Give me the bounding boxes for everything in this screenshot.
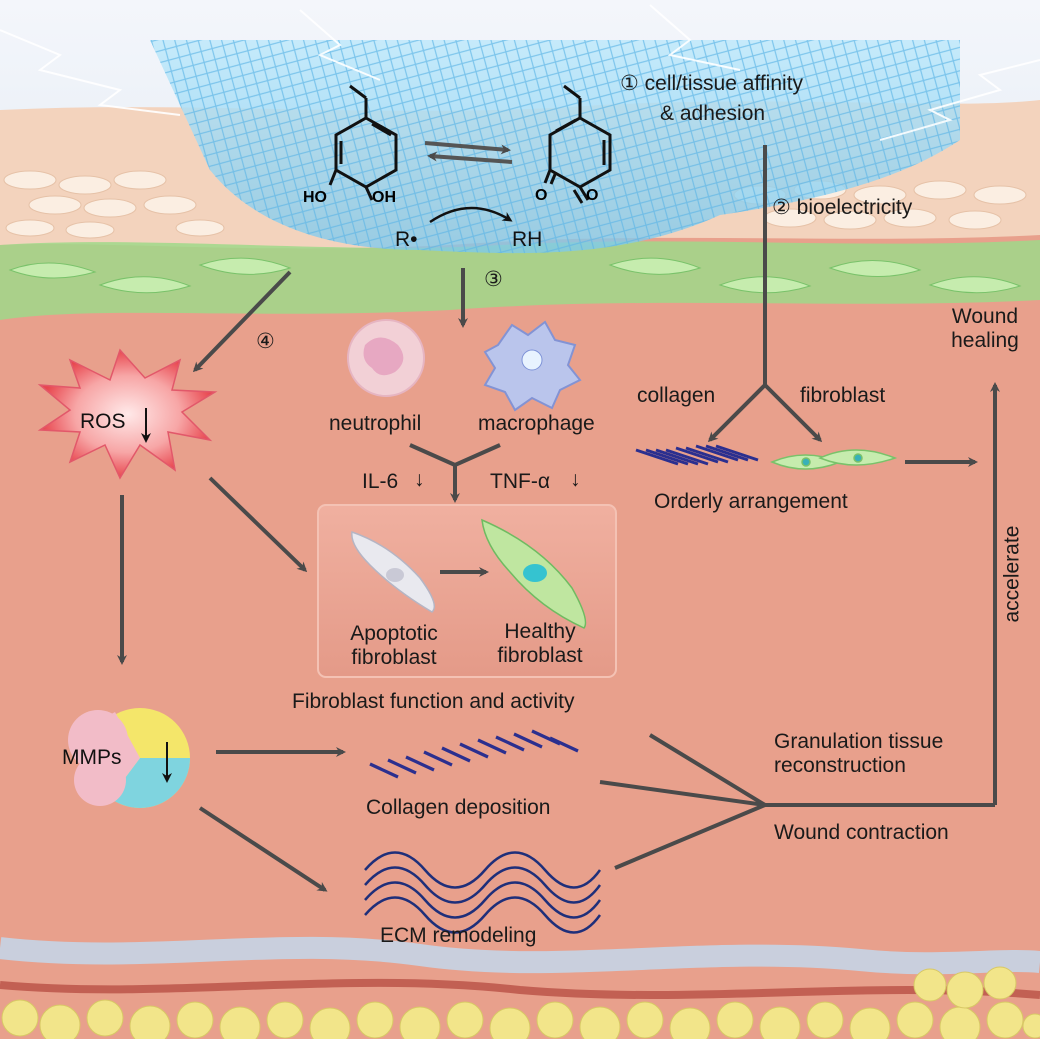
bioelectric-sparks	[0, 4, 1040, 141]
ecm-waves	[364, 851, 602, 934]
fat-layer	[1, 966, 1040, 1039]
carbonyl-o-left: O	[535, 187, 547, 204]
il6-label: IL-6	[362, 470, 399, 493]
neutrophil-label: neutrophil	[329, 412, 422, 435]
tnf-down-arrow: ↓	[570, 468, 581, 491]
wound-healing-line1: Wound	[951, 305, 1019, 328]
collagen-label: collagen	[637, 384, 716, 407]
artery	[0, 978, 1040, 999]
fibroblast-caption: Fibroblast function and activity	[292, 690, 575, 713]
orderly-fibroblasts	[770, 449, 898, 470]
fibroblast-box	[317, 504, 617, 678]
mmps-complex	[68, 708, 190, 808]
wound-healing-label: Wound healing	[930, 305, 1040, 353]
step1-line1: cell/tissue affinity	[644, 72, 804, 95]
granulation-line1: Granulation tissue	[774, 730, 944, 753]
macrophage-cell	[483, 320, 582, 412]
quenched-label: RH	[512, 228, 542, 251]
step1-label: ① cell/tissue affinity	[620, 72, 803, 96]
step1-number: ①	[620, 72, 639, 95]
step2-number: ②	[772, 196, 791, 219]
neutrophil-cell	[347, 319, 425, 397]
step2-label: ② bioelectricity	[772, 196, 912, 220]
hydroxyl-label-right: OH	[372, 189, 396, 206]
collagen-deposition-label: Collagen deposition	[366, 796, 551, 819]
accelerate-label: accelerate	[1000, 525, 1024, 623]
fibroblast-label: fibroblast	[800, 384, 886, 407]
quinone-structure	[543, 84, 612, 204]
ros-label: ROS	[80, 410, 126, 433]
il6-down-arrow: ↓	[414, 468, 425, 491]
blood-vessel	[0, 936, 1040, 975]
tnf-label: TNF-α	[490, 470, 550, 493]
step2-text: bioelectricity	[796, 196, 913, 219]
collagen-deposition-fibers	[369, 729, 579, 779]
macrophage-label: macrophage	[478, 412, 595, 435]
orderly-collagen-fibers	[635, 444, 759, 466]
spindle-cells	[8, 257, 1022, 294]
radical-label: R•	[395, 228, 418, 251]
catechol-structure	[328, 84, 398, 201]
healthy-line1: Healthy	[504, 620, 576, 643]
hydroxyl-label-left: HO	[303, 189, 327, 206]
granulation-label: Granulation tissue reconstruction	[774, 730, 943, 778]
apoptotic-fibroblast	[351, 530, 435, 613]
healthy-label: Healthy fibroblast	[480, 620, 600, 668]
orderly-arrangement-label: Orderly arrangement	[654, 490, 848, 513]
mmps-label: MMPs	[62, 746, 122, 769]
step3-number: ③	[484, 268, 503, 291]
wound-contraction-label: Wound contraction	[774, 821, 949, 844]
apoptotic-line2: fibroblast	[351, 646, 437, 670]
apoptotic-label: Apoptotic fibroblast	[334, 622, 454, 670]
granulation-line2: reconstruction	[774, 754, 906, 778]
equilibrium-arrows	[424, 141, 513, 164]
healthy-fibroblast	[481, 518, 587, 629]
step4-number: ④	[256, 330, 275, 353]
flow-arrows	[117, 145, 1000, 892]
radical-arrow	[429, 206, 513, 224]
healthy-line2: fibroblast	[497, 644, 583, 668]
ecm-remodeling-label: ECM remodeling	[380, 924, 537, 947]
carbonyl-o-right: O	[586, 187, 598, 204]
wound-healing-line2: healing	[951, 329, 1019, 353]
apoptotic-line1: Apoptotic	[350, 622, 438, 645]
step1-line2: & adhesion	[660, 102, 766, 125]
ros-burst	[37, 348, 218, 480]
